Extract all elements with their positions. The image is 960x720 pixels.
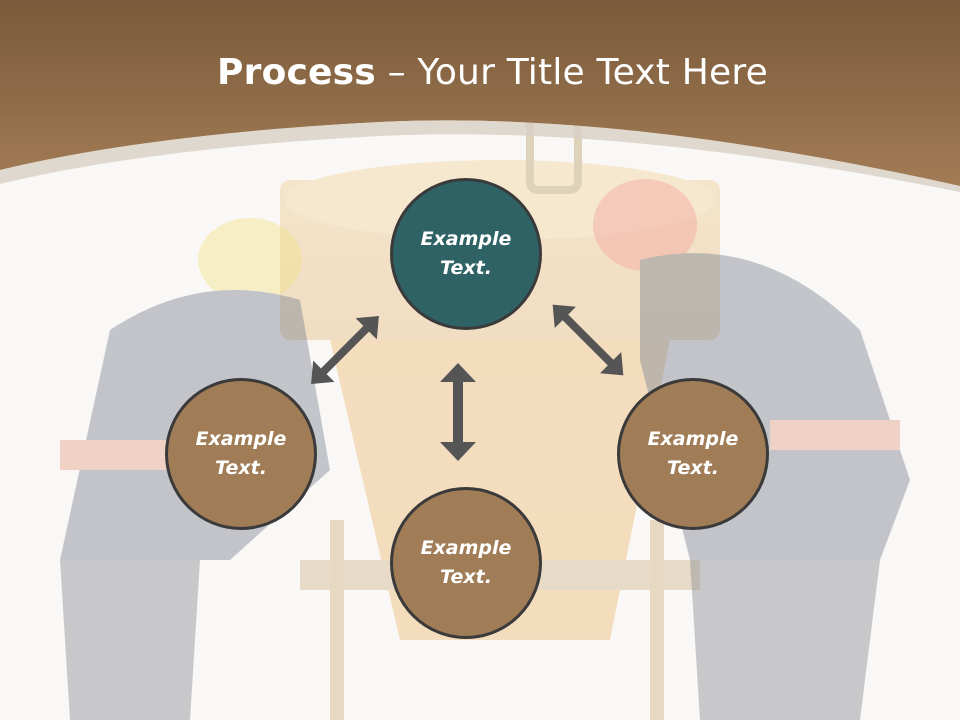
process-step-top[interactable]: Example Text.	[390, 178, 542, 330]
title-rest: – Your Title Text Here	[375, 52, 768, 93]
step-right-text: Example Text.	[647, 428, 739, 479]
double-arrow-icon	[440, 363, 476, 461]
step-top-text: Example Text.	[420, 228, 512, 279]
process-step-bottom[interactable]: Example Text.	[390, 487, 542, 639]
step-left-text: Example Text.	[195, 428, 287, 479]
slide-title: Process – Your Title Text Here	[0, 52, 960, 93]
double-arrow-icon	[552, 304, 624, 376]
step-bottom-text: Example Text.	[420, 537, 512, 588]
process-step-right[interactable]: Example Text.	[617, 378, 769, 530]
title-bold: Process	[217, 52, 376, 93]
process-step-left[interactable]: Example Text.	[165, 378, 317, 530]
double-arrow-icon	[311, 316, 379, 384]
